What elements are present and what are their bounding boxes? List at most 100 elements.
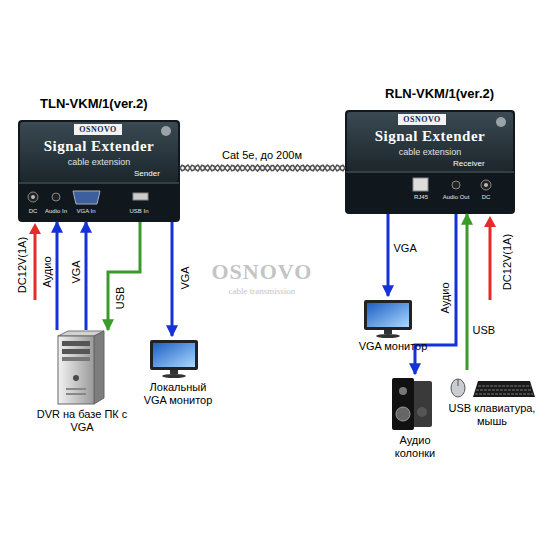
connector-line [85,222,88,330]
device-subtitle: cable extension [18,157,180,167]
device-model: RLN-VKM/1(ver.2) [385,86,494,101]
monitor-stand [170,370,178,374]
power-label: DC12V(1A) [16,237,28,293]
monitor-screen [367,303,409,327]
port-label: Audio Out [439,194,473,200]
device-button [496,117,506,127]
monitor-stand [384,330,392,334]
connector-line [180,165,345,171]
edge-label: Аудио [438,282,450,313]
key-row [476,390,532,391]
mouse [451,379,465,397]
audio-port [452,181,460,189]
edge-label: VGA [69,260,81,283]
dc-pin [484,183,488,187]
mouse-button [458,379,459,386]
twisted-pair-cable [180,165,345,171]
key-row [475,394,533,395]
device-caption: VGA монитор [348,340,438,353]
monitor-base [376,334,400,338]
device-edge [346,172,514,173]
signal-arrow [86,222,87,330]
arrow-head [484,216,496,227]
device-button [161,126,171,136]
arrow-head [29,223,41,234]
device-body [18,120,180,222]
dc-port [481,180,491,190]
receiver-box: RLN-VKM/1(ver.2)OSNOVOSignal Extendercab… [345,110,515,214]
monitor-base [162,374,186,378]
signal-arrow [467,214,468,370]
drive-bay [62,341,90,346]
device-body [345,110,515,214]
device-title: Signal Extender [345,128,515,145]
woofer [417,407,427,417]
dc-port [28,192,38,202]
usb-port [133,193,148,200]
connector-line [108,222,140,330]
edge-label: VGA [178,266,190,289]
device-role: Sender [134,169,160,178]
power-label: DC12V(1A) [501,234,513,290]
speaker [412,381,432,427]
tweeter [399,387,407,395]
device-model: TLN-VKM/1(ver.2) [40,96,148,111]
port-label: DC [476,194,496,200]
device-caption: Локальный VGA монитор [138,381,218,407]
signal-arrow [57,222,58,330]
speakers-node: Аудио колонки [383,374,447,462]
drive-bay [62,357,90,361]
vga-port [73,191,100,204]
audio-port [52,193,60,201]
connector-line [56,222,59,330]
signal-arrow [108,222,140,330]
connector-line [180,165,345,171]
watermark: OSNOVO [212,259,313,285]
monitor-node: VGA монитор [348,296,438,355]
power-button [73,375,79,381]
device-edge [19,183,179,184]
device-caption: DVR на базе ПК с VGA [32,408,132,434]
device-subtitle: cable extension [345,147,515,157]
connector-line [171,222,174,336]
signal-arrow [388,214,389,296]
brand-logo: OSNOVO [74,124,122,135]
connector-line [466,214,469,370]
monitor-bezel [364,300,412,330]
keyboard-node: USB клавиатура, мышь [446,370,538,430]
monitor-screen [153,343,195,367]
signal-arrow [172,222,173,336]
edge-label: USB [114,287,126,310]
device-caption: USB клавиатура, мышь [446,402,538,428]
edge-label: Cat 5e, до 200м [222,149,302,161]
monitor-bezel [150,340,198,370]
pc-node: DVR на базе ПК с VGA [32,330,132,436]
vent [66,388,86,390]
drive-bay [62,349,90,354]
power-arrow [489,225,492,300]
device-caption: Аудио колонки [383,434,447,460]
pc-side [94,331,104,404]
edge-label: Аудио [40,256,52,287]
dc-pin [31,195,35,199]
edge-label: USB [473,324,496,336]
speaker [392,378,414,430]
edge-label: VGA [394,242,417,254]
vent [66,393,86,395]
port-label: Audio In [40,208,72,214]
watermark: cable transmission [229,286,296,296]
power-arrow [34,232,37,300]
port-label: VGA In [70,208,102,214]
monitor-node: Локальный VGA монитор [138,336,218,409]
keyboard [473,381,535,397]
brand-logo: OSNOVO [398,114,446,125]
port-label: USB In [124,208,154,214]
woofer [396,407,410,421]
rj45-port [413,178,428,191]
pc-front [58,336,94,404]
key-row [478,386,531,387]
connector-line [387,214,390,296]
port-label: DC [23,208,43,214]
device-role: Receiver [453,159,485,168]
